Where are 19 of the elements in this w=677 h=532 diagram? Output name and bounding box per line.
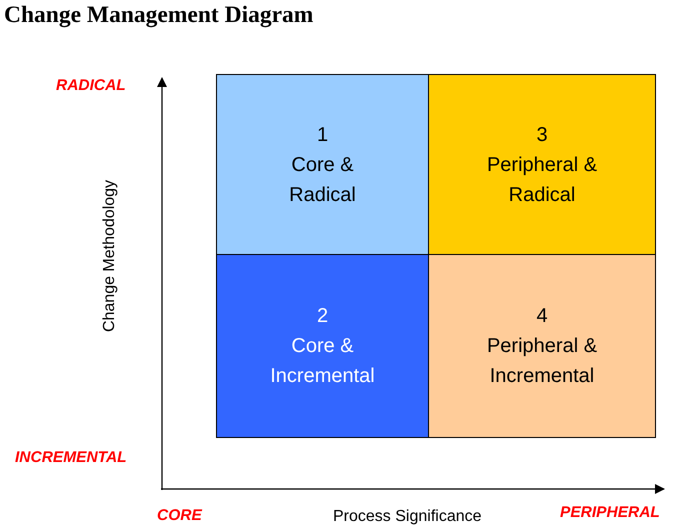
- axis-end-label: PERIPHERAL: [560, 504, 660, 522]
- page-title: Change Management Diagram: [4, 1, 314, 30]
- axis-title: Process Significance: [333, 508, 482, 526]
- quadrant-box: [216, 74, 429, 255]
- quadrant-label: Core & Radical: [288, 152, 357, 208]
- quadrant-label: Peripheral & Incremental: [486, 334, 598, 389]
- axis-end-label: CORE: [157, 507, 202, 525]
- axis-title: Change Methodology: [101, 180, 119, 332]
- quadrant-box: [428, 254, 656, 438]
- quadrant-number: 3: [536, 122, 548, 148]
- quadrant-number: 1: [316, 122, 328, 148]
- quadrant-box: [428, 74, 656, 255]
- quadrant-label: Core & Incremental: [269, 334, 376, 389]
- quadrant-label: Peripheral & Radical: [486, 152, 598, 208]
- axis-end-label: INCREMENTAL: [15, 449, 127, 467]
- quadrant-number: 2: [316, 304, 328, 329]
- quadrant-box: [216, 254, 429, 438]
- axis-end-label: RADICAL: [56, 77, 126, 95]
- quadrant-number: 4: [536, 304, 548, 329]
